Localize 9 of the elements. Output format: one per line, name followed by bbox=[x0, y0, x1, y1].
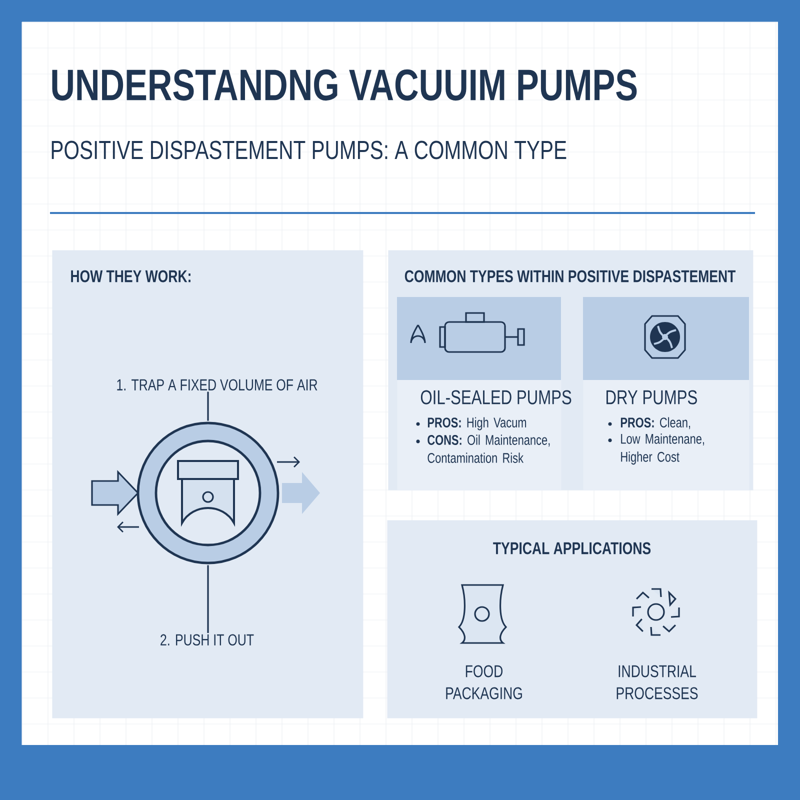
subtitle: POSITIVE DISPASTEMENT PUMPS: A COMMON TYPE bbox=[52, 140, 566, 160]
step-label: 2. PUSH IT OUT bbox=[160, 634, 254, 646]
step-label: 1. TRAP A FIXED VOLUME OF AIR bbox=[117, 379, 318, 391]
pump-card: DRY PUMPS PROS: Clean, Low Maintenane, Higher Cost bbox=[583, 297, 750, 490]
leader-line bbox=[207, 565, 209, 633]
panel: TYPICAL APPLICATIONS FOOD PACKAGING INDUSTRIAL PROCESSES bbox=[387, 520, 758, 718]
title: UNDERSTANDNG VACUUIM PUMPS bbox=[52, 69, 637, 101]
leader-line bbox=[207, 392, 209, 421]
pump-card: OIL-SEALED PUMPS PROS: High Vacum CONS: Oil Maintenance, Contamination Risk bbox=[397, 297, 572, 490]
